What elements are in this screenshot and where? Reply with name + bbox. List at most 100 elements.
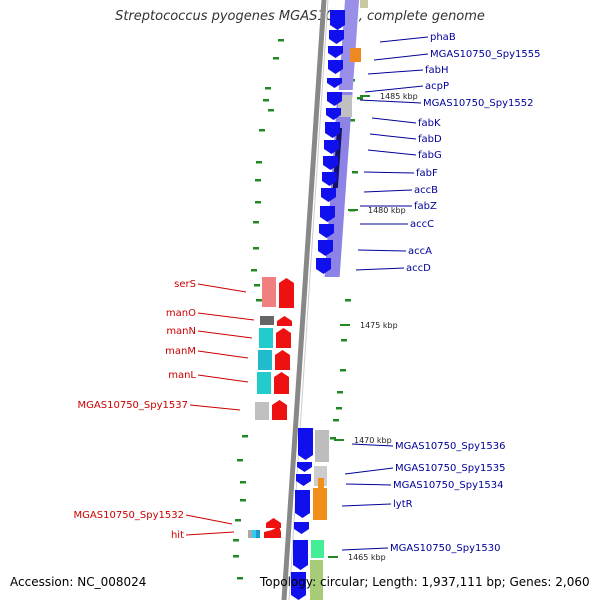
label-leader-line	[197, 374, 249, 383]
gc-dot	[268, 109, 274, 112]
gene-label: serS	[174, 279, 196, 290]
gc-dot	[237, 577, 243, 580]
forward-gene-arrow	[320, 206, 335, 222]
gc-dot	[259, 129, 265, 132]
gc-dot	[255, 201, 261, 204]
label-leader-line	[367, 149, 417, 156]
gc-dot	[256, 299, 262, 302]
label-leader-line	[197, 330, 253, 339]
label-leader-line	[364, 85, 424, 93]
reverse-gene-arrow	[272, 400, 287, 420]
gc-dot	[253, 247, 259, 250]
gc-dot	[340, 369, 346, 372]
gene-label: MGAS10750_Spy1530	[390, 543, 500, 554]
forward-gene-arrow	[298, 428, 313, 460]
forward-gene-arrow	[322, 172, 337, 186]
feature-band	[360, 0, 368, 8]
feature-block-pink	[262, 277, 276, 307]
label-leader-line	[185, 531, 235, 536]
label-leader-line	[359, 99, 422, 104]
label-leader-line	[185, 514, 233, 525]
reverse-gene-arrow	[264, 526, 281, 538]
label-leader-line	[351, 443, 394, 447]
forward-gene-arrow	[291, 572, 306, 600]
label-leader-line	[379, 36, 429, 43]
pseudogene-block	[315, 430, 329, 462]
gc-dot	[352, 171, 358, 174]
gc-dot	[263, 99, 269, 102]
gene-label: fabG	[418, 150, 442, 161]
feature-block-teal	[258, 350, 272, 370]
gc-dot	[357, 97, 363, 100]
gene-tracks	[248, 0, 368, 600]
gene-label: MGAS10750_Spy1552	[423, 98, 533, 109]
gc-dot	[265, 87, 271, 90]
forward-gene-arrow	[329, 30, 344, 44]
reverse-gene-arrow	[274, 372, 289, 394]
label-leader-line	[341, 547, 389, 551]
reverse-gene-arrow	[276, 328, 291, 348]
gc-dot	[278, 39, 284, 42]
gc-dot	[251, 269, 257, 272]
forward-gene-arrow	[327, 92, 342, 106]
label-leader-line	[341, 503, 392, 507]
label-leader-line	[373, 53, 429, 61]
label-leader-line	[197, 312, 255, 321]
forward-gene-arrow	[295, 490, 310, 518]
scale-tick-label: 1470 kbp	[354, 436, 392, 445]
gc-dot	[273, 57, 279, 60]
gc-dot	[345, 299, 351, 302]
gene-label: MGAS10750_Spy1532	[74, 510, 184, 521]
feature-block-olive	[310, 560, 323, 600]
gene-label: accB	[414, 185, 438, 196]
gene-label: lytR	[393, 499, 413, 510]
scale-tick-label: 1475 kbp	[360, 321, 398, 330]
gc-dot	[333, 419, 339, 422]
forward-gene-arrow	[325, 122, 340, 138]
gene-label: fabZ	[414, 201, 437, 212]
label-leader-line	[357, 249, 407, 252]
gene-label: manO	[166, 308, 196, 319]
forward-gene-arrow	[328, 60, 343, 74]
label-leader-line	[344, 467, 394, 475]
label-leader-line	[197, 283, 247, 293]
gene-label: manN	[166, 326, 196, 337]
gc-dot	[330, 437, 336, 440]
scale-tick-label: 1485 kbp	[380, 92, 418, 101]
gene-label: fabD	[418, 134, 442, 145]
label-leader-line	[369, 133, 417, 140]
gene-label: phaB	[430, 32, 456, 43]
gene-label: MGAS10750_Spy1535	[395, 463, 505, 474]
gene-label: MGAS10750_Spy1537	[78, 400, 188, 411]
forward-gene-arrow	[296, 474, 311, 486]
feature-block-orange	[313, 488, 327, 520]
feature-block-orange	[350, 48, 361, 62]
feature-block-teal	[259, 328, 273, 348]
forward-gene-arrow	[293, 540, 308, 570]
gene-label: manM	[165, 346, 196, 357]
gc-dot	[240, 481, 246, 484]
gc-dot	[336, 407, 342, 410]
label-leader-line	[197, 350, 249, 359]
gene-labels: phaBMGAS10750_Spy1555fabHacpPMGAS10750_S…	[74, 32, 541, 554]
forward-gene-arrow	[328, 46, 343, 58]
gene-label: MGAS10750_Spy1534	[393, 480, 503, 491]
label-leader-line	[363, 171, 415, 174]
accession-text: Accession: NC_008024	[10, 575, 147, 589]
gc-dot	[253, 221, 259, 224]
label-leader-line	[189, 404, 241, 411]
label-leader-line	[363, 189, 413, 193]
gc-dot	[237, 459, 243, 462]
gene-label: MGAS10750_Spy1555	[430, 49, 540, 60]
label-leader-line	[345, 483, 392, 486]
gene-label: fabH	[425, 65, 449, 76]
feature-block	[252, 530, 256, 538]
forward-gene-arrow	[324, 140, 339, 154]
genome-title: Streptococcus pyogenes MGAS10750, comple…	[115, 9, 485, 24]
genome-stats-text: Topology: circular; Length: 1,937,111 bp…	[260, 575, 590, 589]
backbone-line	[281, 0, 327, 600]
gene-label: manL	[168, 370, 196, 381]
gene-label: accA	[408, 246, 432, 257]
